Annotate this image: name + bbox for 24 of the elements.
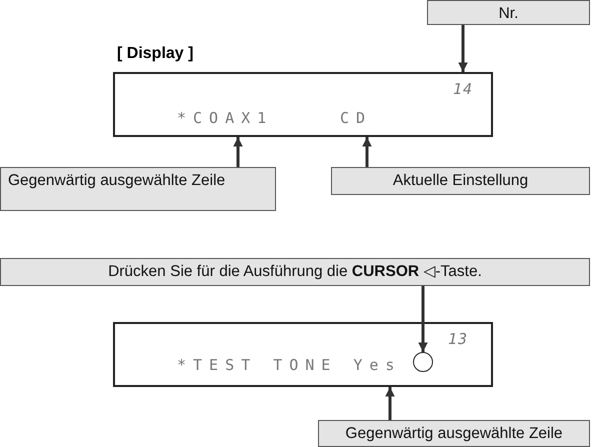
display-panel [113, 322, 493, 387]
arrow [458, 25, 468, 72]
callout-text: Drücken Sie für die Ausführung die CURSOR ◁-Taste. [108, 263, 482, 280]
callout-text: Gegenwärtig ausgewählte Zeile [8, 172, 226, 190]
callout-box [427, 0, 590, 25]
display-panel [113, 72, 493, 137]
callout-text: Gegenwärtig ausgewählte Zeile [345, 425, 563, 442]
callout-box [0, 258, 590, 286]
display-number: 14 [453, 80, 474, 98]
arrow [362, 137, 372, 167]
display-number: 13 [448, 330, 468, 348]
callout-text: Nr. [498, 5, 518, 22]
display-heading: [ Display ] [117, 45, 194, 63]
display-text: *TEST TONE Yes [177, 356, 402, 374]
callout-text: Aktuelle Einstellung [392, 172, 528, 189]
callout-box [318, 420, 590, 447]
display-text: CD [340, 109, 372, 127]
arrow [418, 286, 428, 352]
arrow [385, 387, 395, 420]
arrow [233, 137, 243, 167]
cursor-circle [413, 352, 433, 372]
callout-box [331, 167, 590, 195]
display-text: *COAX1 [177, 109, 274, 127]
callout-box [0, 167, 276, 211]
